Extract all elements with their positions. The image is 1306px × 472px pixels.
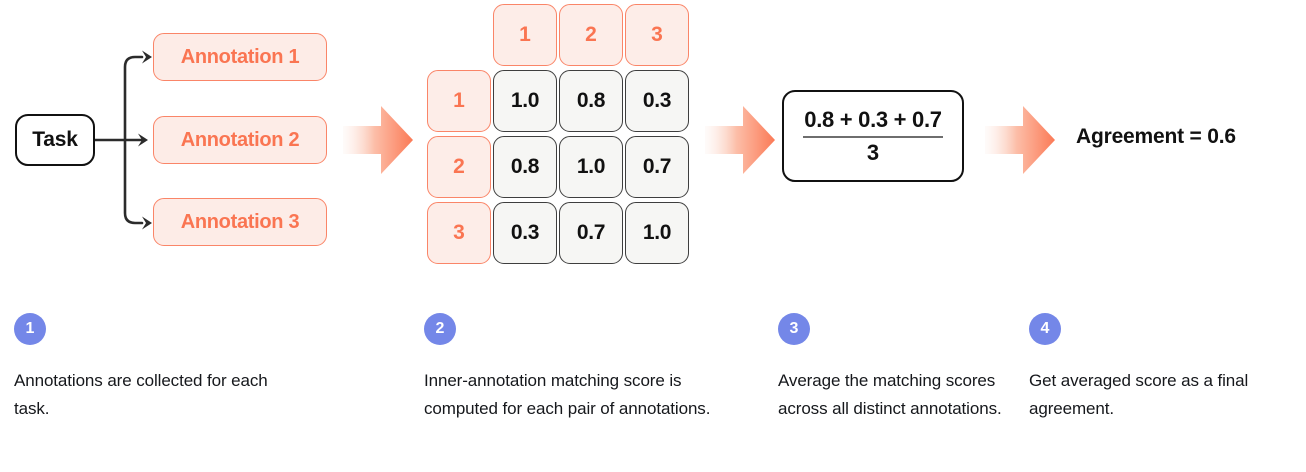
matrix-cell-r1c1: 1.0 bbox=[493, 70, 557, 132]
matrix-row-header-2: 2 bbox=[427, 136, 491, 198]
annotation-label-1: Annotation 1 bbox=[180, 45, 300, 68]
formula-fraction-bar bbox=[803, 135, 943, 139]
matrix-cell-r3c2-value: 0.7 bbox=[576, 221, 606, 244]
step-badge-1: 1 bbox=[14, 313, 46, 345]
step-item-3: 3 Average the matching scores across all… bbox=[778, 313, 1028, 422]
matrix-cell-r3c1: 0.3 bbox=[493, 202, 557, 264]
agreement-result: Agreement = 0.6 bbox=[1076, 125, 1236, 148]
matrix-row-header-3: 3 bbox=[427, 202, 491, 264]
annotation-node-2: Annotation 2 bbox=[153, 116, 327, 164]
step-badge-3: 3 bbox=[778, 313, 810, 345]
step-text-2: Inner-annotation matching score is compu… bbox=[424, 371, 711, 418]
formula-numerator: 0.8 + 0.3 + 0.7 bbox=[804, 106, 942, 132]
matrix-cell-r1c1-value: 1.0 bbox=[510, 89, 540, 112]
matrix-col-header-3-label: 3 bbox=[651, 23, 663, 46]
annotation-node-1: Annotation 1 bbox=[153, 33, 327, 81]
step-item-1: 1 Annotations are collected for each tas… bbox=[14, 313, 274, 422]
formula-denominator: 3 bbox=[866, 140, 880, 166]
step-badge-4: 4 bbox=[1029, 313, 1061, 345]
step-text-3: Average the matching scores across all d… bbox=[778, 371, 1002, 418]
step-item-2: 2 Inner-annotation matching score is com… bbox=[424, 313, 714, 422]
step-badge-3-number: 3 bbox=[789, 320, 799, 337]
matrix-row-header-1-label: 1 bbox=[453, 89, 465, 112]
step-text-1: Annotations are collected for each task. bbox=[14, 371, 268, 418]
matrix-cell-r3c1-value: 0.3 bbox=[510, 221, 540, 244]
matrix-cell-r2c2: 1.0 bbox=[559, 136, 623, 198]
average-formula-box: 0.8 + 0.3 + 0.7 3 bbox=[782, 90, 964, 182]
matrix-col-header-3: 3 bbox=[625, 4, 689, 66]
flow-arrow-2-icon bbox=[705, 106, 775, 174]
step-badge-1-number: 1 bbox=[25, 320, 35, 337]
matrix-cell-r2c2-value: 1.0 bbox=[576, 155, 606, 178]
matrix-cell-r1c2-value: 0.8 bbox=[576, 89, 606, 112]
matrix-row-header-3-label: 3 bbox=[453, 221, 465, 244]
matrix-cell-r2c3: 0.7 bbox=[625, 136, 689, 198]
matrix-col-header-1-label: 1 bbox=[519, 23, 531, 46]
step-badge-2-number: 2 bbox=[435, 320, 445, 337]
matrix-cell-r1c3-value: 0.3 bbox=[642, 89, 672, 112]
matrix-cell-r3c3: 1.0 bbox=[625, 202, 689, 264]
matrix-cell-r2c1: 0.8 bbox=[493, 136, 557, 198]
matrix-col-header-1: 1 bbox=[493, 4, 557, 66]
flow-arrow-3-icon bbox=[985, 106, 1055, 174]
matrix-cell-r3c2: 0.7 bbox=[559, 202, 623, 264]
annotation-label-3: Annotation 3 bbox=[180, 210, 300, 233]
annotation-node-3: Annotation 3 bbox=[153, 198, 327, 246]
step-badge-4-number: 4 bbox=[1040, 320, 1050, 337]
matrix-col-header-2-label: 2 bbox=[585, 23, 597, 46]
matrix-cell-r2c1-value: 0.8 bbox=[510, 155, 540, 178]
matrix-cell-r2c3-value: 0.7 bbox=[642, 155, 672, 178]
matrix-cell-r1c2: 0.8 bbox=[559, 70, 623, 132]
step-text-4: Get averaged score as a final agreement. bbox=[1029, 371, 1249, 418]
step-badge-2: 2 bbox=[424, 313, 456, 345]
matrix-cell-r1c3: 0.3 bbox=[625, 70, 689, 132]
task-node: Task bbox=[15, 114, 95, 166]
matrix-row-header-1: 1 bbox=[427, 70, 491, 132]
step-item-4: 4 Get averaged score as a final agreemen… bbox=[1029, 313, 1279, 422]
matrix-col-header-2: 2 bbox=[559, 4, 623, 66]
task-label: Task bbox=[32, 128, 78, 151]
annotation-label-2: Annotation 2 bbox=[180, 128, 300, 151]
matrix-row-header-2-label: 2 bbox=[453, 155, 465, 178]
matrix-cell-r3c3-value: 1.0 bbox=[642, 221, 672, 244]
flow-arrow-1-icon bbox=[343, 106, 413, 174]
